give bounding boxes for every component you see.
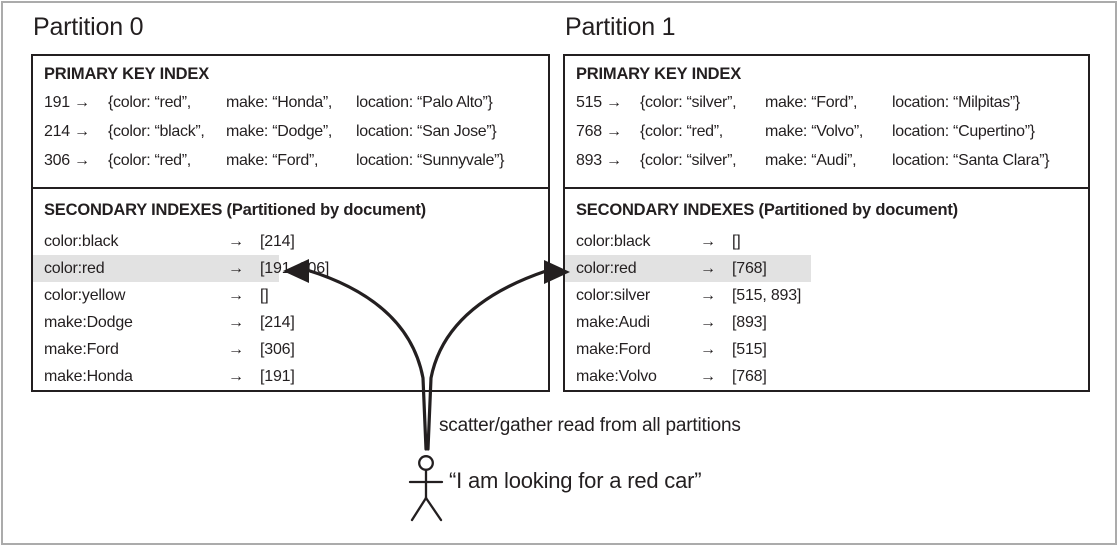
index-key: make:Audi <box>576 314 650 331</box>
primary-row-list: 515 → {color: “silver”, make: “Ford”, lo… <box>576 88 1088 175</box>
primary-row: 515 → {color: “silver”, make: “Ford”, lo… <box>576 88 1088 117</box>
index-key: color:red <box>576 260 637 277</box>
primary-row: 214 → {color: “black”, make: “Dodge”, lo… <box>44 117 548 146</box>
primary-key-index-heading: PRIMARY KEY INDEX <box>44 65 209 83</box>
index-postings: [515, 893] <box>732 287 802 304</box>
partition-1-box: PRIMARY KEY INDEX 515 → {color: “silver”… <box>563 54 1090 392</box>
secondary-index-row: make:Ford → [515] <box>565 336 811 363</box>
index-key: make:Dodge <box>44 314 133 331</box>
index-postings: [768] <box>732 260 767 277</box>
partition-1-secondary-section: SECONDARY INDEXES (Partitioned by docume… <box>565 187 1088 390</box>
row-id: 893 → <box>576 152 622 169</box>
arrow-icon: → <box>700 287 716 304</box>
secondary-index-row: color:black → [214] <box>33 228 295 255</box>
row-make: make: “Ford”, <box>226 152 319 169</box>
partition-1-title: Partition 1 <box>565 13 676 41</box>
primary-row-list: 191 → {color: “red”, make: “Honda”, loca… <box>44 88 548 175</box>
index-key: color:silver <box>576 287 651 304</box>
arrow-icon: → <box>228 260 244 277</box>
secondary-index-row: color:black → [] <box>565 228 811 255</box>
row-color: {color: “silver”, <box>640 94 737 111</box>
index-key: make:Ford <box>44 341 119 358</box>
row-id: 306 → <box>44 152 90 169</box>
secondary-index-row: make:Honda → [191] <box>33 363 295 390</box>
index-postings: [] <box>732 233 741 250</box>
row-make: make: “Ford”, <box>765 94 858 111</box>
user-quote: “I am looking for a red car” <box>449 468 702 493</box>
arrow-icon: → <box>700 341 716 358</box>
primary-row: 768 → {color: “red”, make: “Volvo”, loca… <box>576 117 1088 146</box>
row-location: location: “Milpitas”} <box>892 94 1020 111</box>
partition-1-primary-section: PRIMARY KEY INDEX 515 → {color: “silver”… <box>565 56 1088 187</box>
arrow-icon: → <box>700 233 716 250</box>
primary-row: 306 → {color: “red”, make: “Ford”, locat… <box>44 146 548 175</box>
secondary-index-row: make:Audi → [893] <box>565 309 811 336</box>
row-location: location: “Cupertino”} <box>892 123 1035 140</box>
primary-row: 893 → {color: “silver”, make: “Audi”, lo… <box>576 146 1088 175</box>
arrow-icon: → <box>228 287 244 304</box>
scatter-gather-label: scatter/gather read from all partitions <box>439 415 741 436</box>
index-postings: [191, 306] <box>260 260 330 277</box>
row-make: make: “Volvo”, <box>765 123 864 140</box>
row-location: location: “Santa Clara”} <box>892 152 1050 169</box>
secondary-index-row: color:silver → [515, 893] <box>565 282 811 309</box>
secondary-index-row: color:yellow → [] <box>33 282 279 309</box>
highlighted-index-row: color:red → [191, 306] <box>33 255 329 282</box>
row-location: location: “Sunnyvale”} <box>356 152 505 169</box>
index-postings: [] <box>260 287 269 304</box>
partition-0-title: Partition 0 <box>33 13 144 41</box>
secondary-index-row: make:Dodge → [214] <box>33 309 295 336</box>
index-postings: [306] <box>260 341 295 358</box>
primary-key-index-heading: PRIMARY KEY INDEX <box>576 65 741 83</box>
arrow-icon: → <box>228 368 244 385</box>
index-postings: [768] <box>732 368 767 385</box>
row-id: 768 → <box>576 123 622 140</box>
index-key: make:Honda <box>44 368 133 385</box>
index-key: color:black <box>576 233 651 250</box>
arrow-icon: → <box>228 314 244 331</box>
secondary-index-list: color:black → [] color:red → [768] color… <box>565 228 1088 390</box>
index-key: color:yellow <box>44 287 126 304</box>
row-color: {color: “red”, <box>108 94 191 111</box>
row-make: make: “Audi”, <box>765 152 857 169</box>
row-location: location: “San Jose”} <box>356 123 497 140</box>
primary-row: 191 → {color: “red”, make: “Honda”, loca… <box>44 88 548 117</box>
index-key: make:Volvo <box>576 368 657 385</box>
index-postings: [515] <box>732 341 767 358</box>
arrow-icon: → <box>700 314 716 331</box>
arrow-icon: → <box>228 341 244 358</box>
row-id: 191 → <box>44 94 90 111</box>
row-color: {color: “red”, <box>640 123 723 140</box>
row-color: {color: “silver”, <box>640 152 737 169</box>
partition-0-secondary-section: SECONDARY INDEXES (Partitioned by docume… <box>33 187 548 390</box>
row-color: {color: “red”, <box>108 152 191 169</box>
row-location: location: “Palo Alto”} <box>356 94 493 111</box>
row-id: 515 → <box>576 94 622 111</box>
secondary-indexes-heading: SECONDARY INDEXES (Partitioned by docume… <box>576 201 958 219</box>
arrow-icon: → <box>228 233 244 250</box>
index-key: make:Ford <box>576 341 651 358</box>
row-make: make: “Dodge”, <box>226 123 333 140</box>
index-postings: [191] <box>260 368 295 385</box>
index-key: color:black <box>44 233 119 250</box>
secondary-indexes-heading: SECONDARY INDEXES (Partitioned by docume… <box>44 201 426 219</box>
secondary-index-list: color:black → [214] color:red → [191, 30… <box>33 228 548 390</box>
arrow-icon: → <box>700 260 716 277</box>
arrow-icon: → <box>700 368 716 385</box>
row-make: make: “Honda”, <box>226 94 333 111</box>
row-id: 214 → <box>44 123 90 140</box>
highlighted-index-row: color:red → [768] <box>565 255 811 282</box>
secondary-index-row: make:Volvo → [768] <box>565 363 811 390</box>
index-postings: [214] <box>260 314 295 331</box>
index-key: color:red <box>44 260 105 277</box>
partition-0-primary-section: PRIMARY KEY INDEX 191 → {color: “red”, m… <box>33 56 548 187</box>
index-postings: [214] <box>260 233 295 250</box>
row-color: {color: “black”, <box>108 123 205 140</box>
partition-0-box: PRIMARY KEY INDEX 191 → {color: “red”, m… <box>31 54 550 392</box>
secondary-index-row: make:Ford → [306] <box>33 336 295 363</box>
index-postings: [893] <box>732 314 767 331</box>
